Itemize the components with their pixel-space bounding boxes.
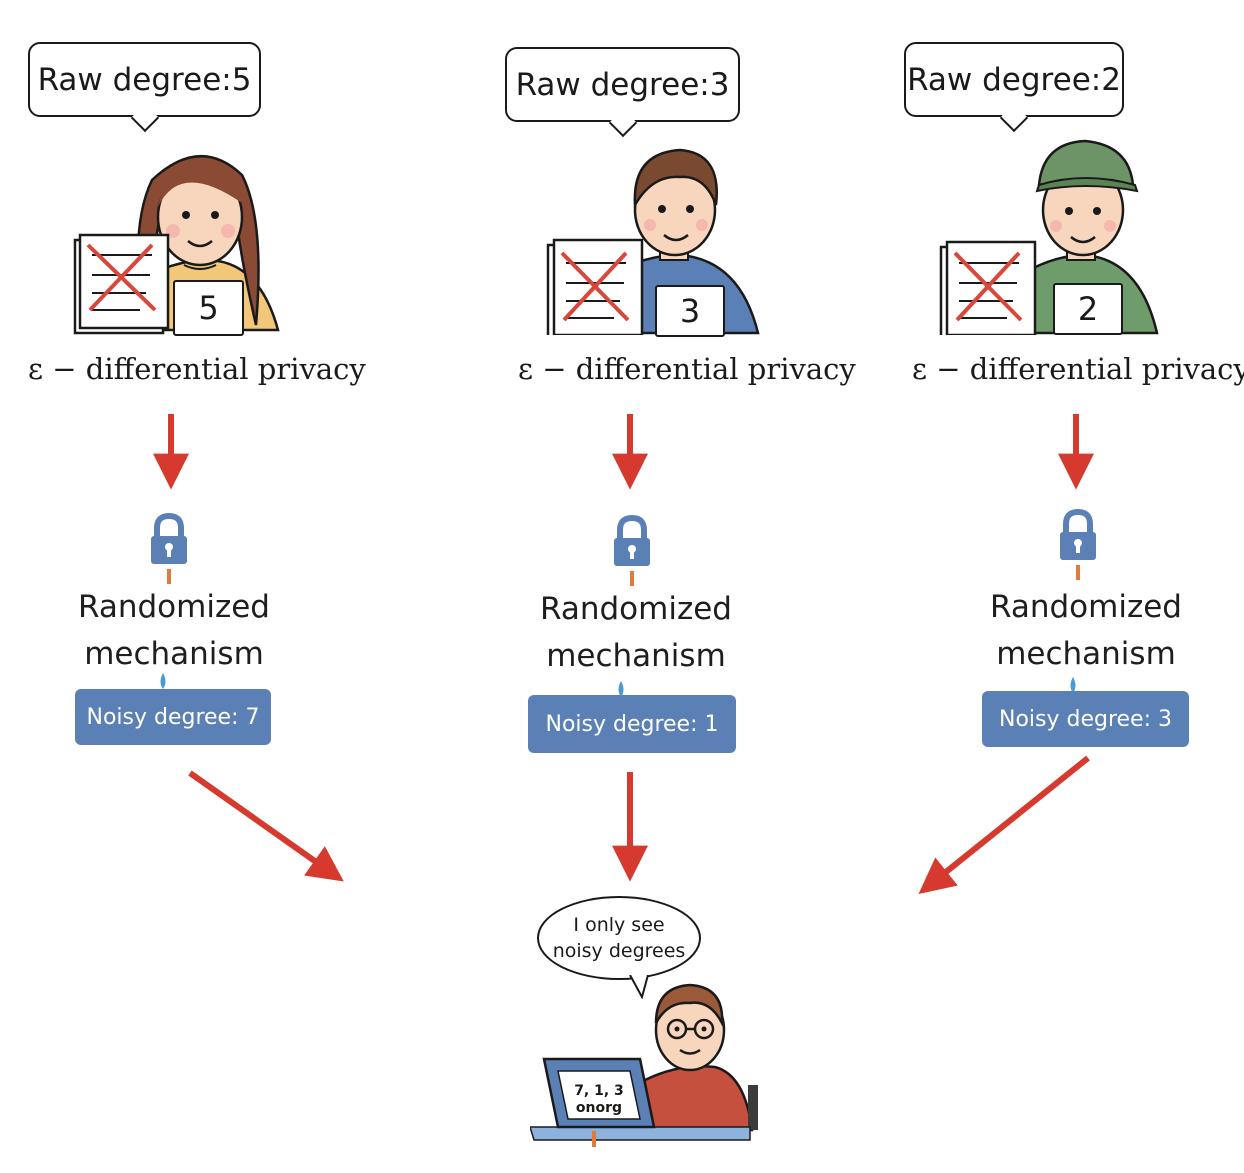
droplet-icon xyxy=(1070,677,1076,693)
observer-bubble-line1: I only see xyxy=(573,914,665,936)
lock-icon xyxy=(614,514,650,586)
mechanism-label-2: Randomized mechanism xyxy=(506,586,766,680)
mechanism-line1: Randomized xyxy=(78,589,270,625)
observer-speech-bubble: I only see noisy degrees xyxy=(537,896,701,980)
privacy-label-2: ε − differential privacy xyxy=(518,352,856,386)
degree-card-3: 2 xyxy=(1053,283,1123,335)
raw-degree-label-2: Raw degree:3 xyxy=(515,66,730,103)
lock-icon xyxy=(151,512,187,584)
bubble-tail xyxy=(629,975,649,999)
degree-card-1: 5 xyxy=(173,280,244,336)
mechanism-label-3: Randomized mechanism xyxy=(956,584,1216,678)
laptop-screen-text: 7, 1, 3 onorg xyxy=(564,1083,634,1117)
raw-degree-bubble-2: Raw degree:3 xyxy=(505,47,740,122)
mechanism-line1: Randomized xyxy=(540,591,732,627)
noisy-degree-box-3: Noisy degree: 3 xyxy=(982,691,1189,747)
screen-line1: 7, 1, 3 xyxy=(574,1083,624,1099)
degree-card-value-2: 3 xyxy=(679,292,701,330)
arrow-to-observer-3 xyxy=(918,755,1090,895)
mechanism-line2: mechanism xyxy=(546,638,726,674)
degree-card-value-1: 5 xyxy=(198,289,219,327)
noisy-degree-box-1: Noisy degree: 7 xyxy=(75,689,271,745)
raw-degree-bubble-1: Raw degree:5 xyxy=(28,42,261,117)
droplet-icon xyxy=(618,681,624,697)
screen-line2: onorg xyxy=(575,1100,623,1116)
raw-degree-label-1: Raw degree:5 xyxy=(37,61,252,98)
noisy-degree-label-1: Noisy degree: 7 xyxy=(86,704,260,730)
raw-degree-label-3: Raw degree:2 xyxy=(907,61,1121,98)
noisy-degree-label-2: Noisy degree: 1 xyxy=(545,711,719,737)
mechanism-line1: Randomized xyxy=(990,589,1182,625)
mechanism-line2: mechanism xyxy=(84,636,264,672)
noisy-degree-label-3: Noisy degree: 3 xyxy=(998,706,1172,732)
degree-card-2: 3 xyxy=(655,285,725,337)
degree-card-value-3: 2 xyxy=(1077,290,1099,328)
privacy-label-1: ε − differential privacy xyxy=(28,352,366,386)
observer-person-illustration xyxy=(530,983,758,1147)
noisy-degree-box-2: Noisy degree: 1 xyxy=(528,695,736,753)
lock-icon xyxy=(1060,508,1096,580)
arrow-to-observer-1 xyxy=(188,770,344,882)
privacy-label-3: ε − differential privacy xyxy=(912,352,1244,386)
mechanism-line2: mechanism xyxy=(996,636,1176,672)
raw-degree-bubble-3: Raw degree:2 xyxy=(904,42,1124,117)
mechanism-label-1: Randomized mechanism xyxy=(44,584,304,678)
droplet-icon xyxy=(160,673,166,689)
observer-bubble-line2: noisy degrees xyxy=(552,940,686,962)
